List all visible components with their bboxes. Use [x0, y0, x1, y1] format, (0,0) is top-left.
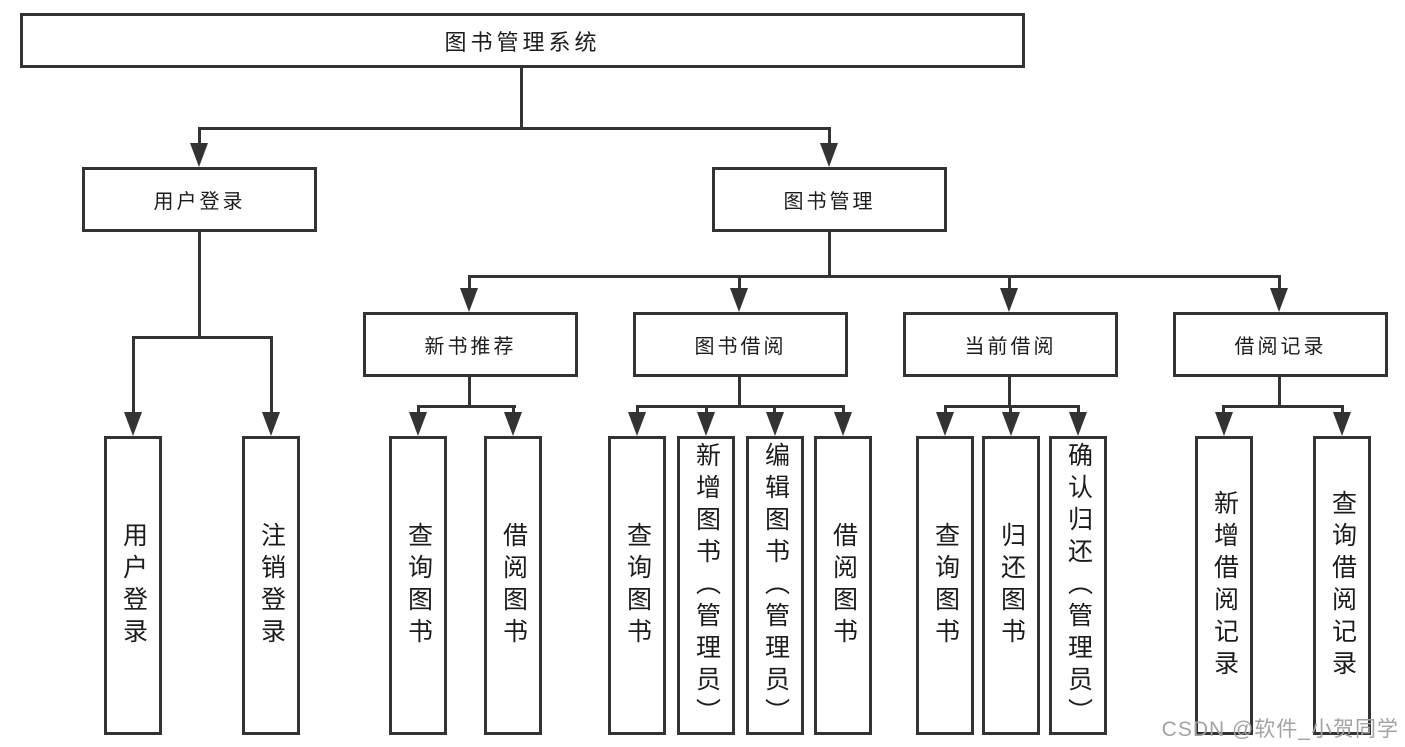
- leaf-cb-query-book: 查询图书: [916, 436, 974, 735]
- leaf-logout-label: 注销登录: [257, 521, 286, 650]
- leaf-nb-query-book-label: 查询图书: [404, 521, 433, 650]
- arrowhead-down: [1333, 412, 1351, 436]
- leaf-cb-return-book: 归还图书: [982, 436, 1040, 735]
- arrowhead-down: [834, 412, 852, 436]
- leaf-cb-confirm-return-admin-label: 确认归还（管理员）: [1064, 441, 1093, 730]
- connector-br-bus: [1222, 405, 1344, 408]
- node-book-borrow: 图书借阅: [633, 312, 848, 377]
- leaf-bb-query-book: 查询图书: [608, 436, 666, 735]
- connector-user-login-bus: [132, 336, 273, 339]
- connector-l3-drop-2: [738, 275, 741, 291]
- connector-user-login-stem: [198, 232, 201, 337]
- connector-l3-drop-1: [468, 275, 471, 291]
- arrowhead-down: [936, 412, 954, 436]
- connector-br-stem: [1278, 377, 1281, 406]
- connector-l2-drop-left: [198, 127, 201, 145]
- connector-l2-bus: [198, 127, 831, 130]
- leaf-nb-borrow-book: 借阅图书: [484, 436, 542, 735]
- leaf-bb-borrow-book: 借阅图书: [814, 436, 872, 735]
- leaf-bb-borrow-book-label: 借阅图书: [829, 521, 858, 650]
- arrowhead-down: [1002, 412, 1020, 436]
- node-book-management-label: 图书管理: [783, 191, 876, 213]
- node-book-management: 图书管理: [712, 167, 947, 232]
- node-borrow-records: 借阅记录: [1173, 312, 1388, 377]
- node-root-label: 图书管理系统: [444, 29, 601, 55]
- leaf-bb-add-book-admin-label: 新增图书（管理员）: [692, 441, 721, 730]
- connector-bb-drop-3: [773, 405, 776, 414]
- connector-nb-drop-2: [512, 405, 515, 414]
- leaf-cb-confirm-return-admin: 确认归还（管理员）: [1049, 436, 1107, 735]
- leaf-br-add-record-label: 新增借阅记录: [1210, 489, 1239, 682]
- leaf-nb-borrow-book-label: 借阅图书: [499, 521, 528, 650]
- arrowhead-down: [1069, 412, 1087, 436]
- connector-cb-stem: [1008, 377, 1011, 406]
- arrowhead-down: [697, 412, 715, 436]
- arrowhead-down: [190, 143, 208, 167]
- leaf-user-login-label: 用户登录: [119, 521, 148, 650]
- connector-cb-drop-2: [1009, 405, 1012, 414]
- node-new-book-recommend-label: 新书推荐: [424, 336, 517, 358]
- connector-cb-bus: [944, 405, 1080, 408]
- node-borrow-records-label: 借阅记录: [1234, 336, 1327, 358]
- connector-nb-bus: [417, 405, 516, 408]
- arrowhead-down: [124, 412, 142, 436]
- leaf-cb-return-book-label: 归还图书: [997, 521, 1026, 650]
- leaf-bb-edit-book-admin: 编辑图书（管理员）: [746, 436, 804, 735]
- arrowhead-down: [820, 143, 838, 167]
- arrowhead-down: [766, 412, 784, 436]
- connector-user-login-drop-2: [270, 336, 273, 414]
- arrowhead-down: [262, 412, 280, 436]
- connector-nb-drop-1: [417, 405, 420, 414]
- leaf-nb-query-book: 查询图书: [389, 436, 447, 735]
- leaf-bb-edit-book-admin-label: 编辑图书（管理员）: [761, 441, 790, 730]
- leaf-br-add-record: 新增借阅记录: [1195, 436, 1253, 735]
- arrowhead-down: [628, 412, 646, 436]
- connector-nb-stem: [468, 377, 471, 406]
- connector-bb-drop-2: [705, 405, 708, 414]
- connector-br-drop-1: [1222, 405, 1225, 414]
- connector-root-stem: [520, 68, 523, 127]
- connector-book-mgmt-stem: [828, 232, 831, 276]
- node-root: 图书管理系统: [20, 13, 1025, 68]
- connector-l3-bus: [468, 275, 1281, 278]
- node-new-book-recommend: 新书推荐: [363, 312, 578, 377]
- connector-bb-bus: [636, 405, 845, 408]
- arrowhead-down: [1000, 288, 1018, 312]
- arrowhead-down: [409, 412, 427, 436]
- arrowhead-down: [460, 288, 478, 312]
- arrowhead-down: [1215, 412, 1233, 436]
- leaf-cb-query-book-label: 查询图书: [931, 521, 960, 650]
- node-current-borrow-label: 当前借阅: [964, 336, 1057, 358]
- connector-user-login-drop-1: [132, 336, 135, 414]
- connector-bb-stem: [738, 377, 741, 406]
- node-user-login: 用户登录: [82, 167, 317, 232]
- node-book-borrow-label: 图书借阅: [694, 336, 787, 358]
- connector-l3-drop-3: [1008, 275, 1011, 291]
- leaf-br-query-record: 查询借阅记录: [1313, 436, 1371, 735]
- leaf-user-login: 用户登录: [104, 436, 162, 735]
- node-current-borrow: 当前借阅: [903, 312, 1118, 377]
- connector-bb-drop-4: [842, 405, 845, 414]
- connector-l2-drop-right: [828, 127, 831, 145]
- arrowhead-down: [504, 412, 522, 436]
- connector-cb-drop-1: [944, 405, 947, 414]
- connector-cb-drop-3: [1077, 405, 1080, 414]
- leaf-bb-query-book-label: 查询图书: [623, 521, 652, 650]
- connector-l3-drop-4: [1278, 275, 1281, 291]
- connector-br-drop-2: [1341, 405, 1344, 414]
- leaf-br-query-record-label: 查询借阅记录: [1328, 489, 1357, 682]
- arrowhead-down: [730, 288, 748, 312]
- connector-bb-drop-1: [636, 405, 639, 414]
- csdn-watermark: CSDN @软件_小贺同学: [1161, 718, 1399, 741]
- node-user-login-label: 用户登录: [153, 191, 246, 213]
- arrowhead-down: [1270, 288, 1288, 312]
- leaf-logout: 注销登录: [242, 436, 300, 735]
- leaf-bb-add-book-admin: 新增图书（管理员）: [677, 436, 735, 735]
